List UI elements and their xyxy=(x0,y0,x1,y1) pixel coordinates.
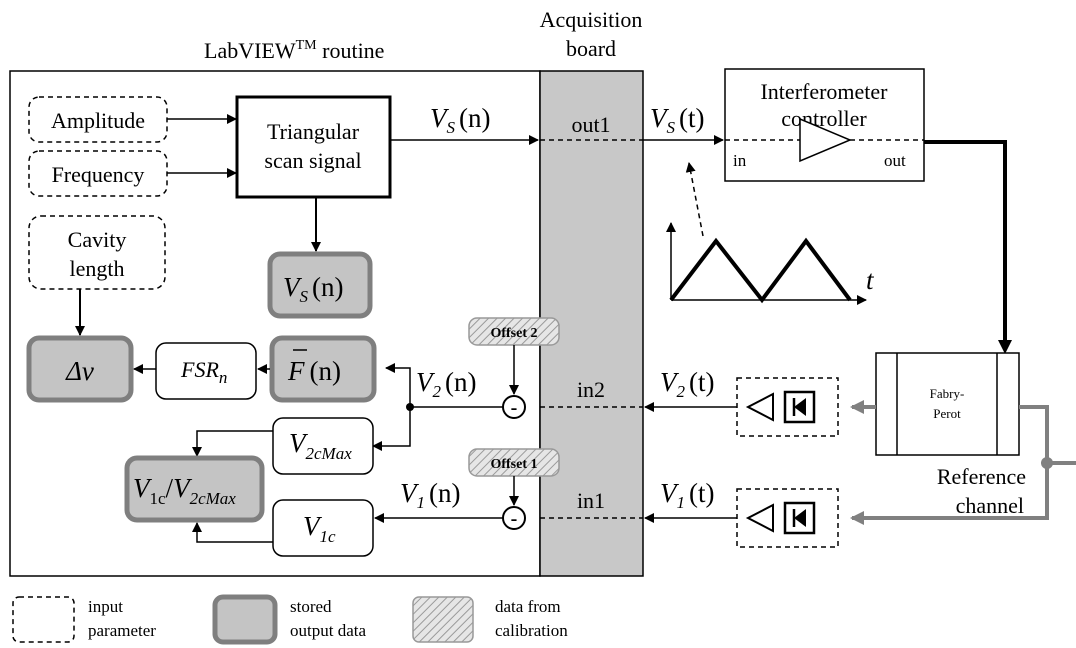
legend-stored-line2: output data xyxy=(290,621,366,640)
v2n-to-v2cmax-arrow xyxy=(372,407,411,451)
wave-hint-arrow xyxy=(685,162,704,237)
fsr-block xyxy=(155,342,257,400)
cavity-label-line1: Cavity xyxy=(68,227,127,252)
out1-label: out1 xyxy=(571,112,610,137)
detector-1-amplifier-icon xyxy=(745,503,774,533)
fsr-label: FSRn xyxy=(180,357,227,387)
v1n-signal-label: V1(n) xyxy=(400,478,460,512)
fabry-label-line2: Perot xyxy=(933,406,961,421)
legend-stored-line1: stored xyxy=(290,597,332,616)
legend-calibration-line2: calibration xyxy=(495,621,568,640)
v1t-signal-label: V1(t) xyxy=(660,478,714,512)
reference-line-down xyxy=(852,463,1049,520)
controller-to-fabry-thick xyxy=(924,140,1007,340)
ratio-stored-label: V1c/V2cMax xyxy=(133,473,236,508)
v2n-signal-label: V2(n) xyxy=(416,367,476,401)
legend-input-line2: parameter xyxy=(88,621,156,640)
amplitude-label: Amplitude xyxy=(51,108,145,133)
detector-1-diode-triangle xyxy=(794,509,806,527)
legend-input-line1: input xyxy=(88,597,123,616)
interferometer-label-line2: controller xyxy=(781,106,867,131)
reference-line-fabry xyxy=(1019,405,1076,465)
ratio-stored-output xyxy=(124,455,265,523)
f-stored-output xyxy=(269,335,377,403)
vs-stored-output xyxy=(267,251,373,319)
triangle-wave xyxy=(669,237,852,304)
vst-signal-label: VS(t) xyxy=(650,103,704,137)
interferometer-label-line1: Interferometer xyxy=(760,79,888,104)
legend-stored-swatch xyxy=(212,594,278,645)
reference-label-line2: channel xyxy=(956,493,1024,518)
triangular-scan-block xyxy=(235,95,392,199)
board-title-line2: board xyxy=(566,36,616,61)
triangular-label-line1: Triangular xyxy=(267,119,360,144)
offset-1-label: Offset 1 xyxy=(490,457,537,472)
offset-1-minus-sign: - xyxy=(511,508,518,530)
labview-title: LabVIEWTM routine xyxy=(204,38,384,63)
offset-2-minus-sign: - xyxy=(511,397,518,419)
detector-2-amplifier-icon xyxy=(745,392,774,422)
v2cmax-block xyxy=(272,417,374,475)
wave-t-label: t xyxy=(866,265,875,295)
in1-label: in1 xyxy=(577,488,605,513)
offset-2-label: Offset 2 xyxy=(490,326,537,341)
fabry-perot-block xyxy=(875,352,1020,456)
cavity-label-line2: length xyxy=(70,256,125,281)
legend-input-swatch xyxy=(12,596,75,643)
v2t-signal-label: V2(t) xyxy=(660,367,714,401)
frequency-label: Frequency xyxy=(52,162,145,187)
legend-calibration-line1: data from xyxy=(495,597,561,616)
board-title-line1: Acquisition xyxy=(540,7,643,32)
controller-out-label: out xyxy=(884,151,906,170)
v1c-label: V1c xyxy=(303,511,336,546)
triangular-label-line2: scan signal xyxy=(264,148,361,173)
legend-calibration-swatch xyxy=(412,596,474,643)
vs-stored-label: VS(n) xyxy=(283,272,343,306)
v2cmax-label: V2cMax xyxy=(289,428,352,463)
detector-2-diode-triangle xyxy=(794,398,806,416)
controller-in-label: in xyxy=(733,151,747,170)
v1c-block xyxy=(272,499,374,557)
delta-nu-label: Δν xyxy=(65,356,94,386)
v2cmax-to-ratio-arrow xyxy=(192,430,273,457)
fabry-label-line1: Fabry- xyxy=(930,386,965,401)
cavity-length-input-box xyxy=(28,215,166,290)
amplifier-icon xyxy=(799,117,852,163)
v1c-to-ratio-arrow xyxy=(192,522,273,543)
f-stored-label: F(n) xyxy=(287,356,341,386)
in2-label: in2 xyxy=(577,377,605,402)
delta-nu-stored-output xyxy=(26,335,134,403)
vsn-signal-label: VS(n) xyxy=(430,103,490,137)
reference-junction-dot xyxy=(1041,457,1053,469)
reference-label-line1: Reference xyxy=(937,464,1026,489)
v2n-to-f-arrow xyxy=(385,363,411,407)
interferometer-controller-block xyxy=(724,68,925,182)
